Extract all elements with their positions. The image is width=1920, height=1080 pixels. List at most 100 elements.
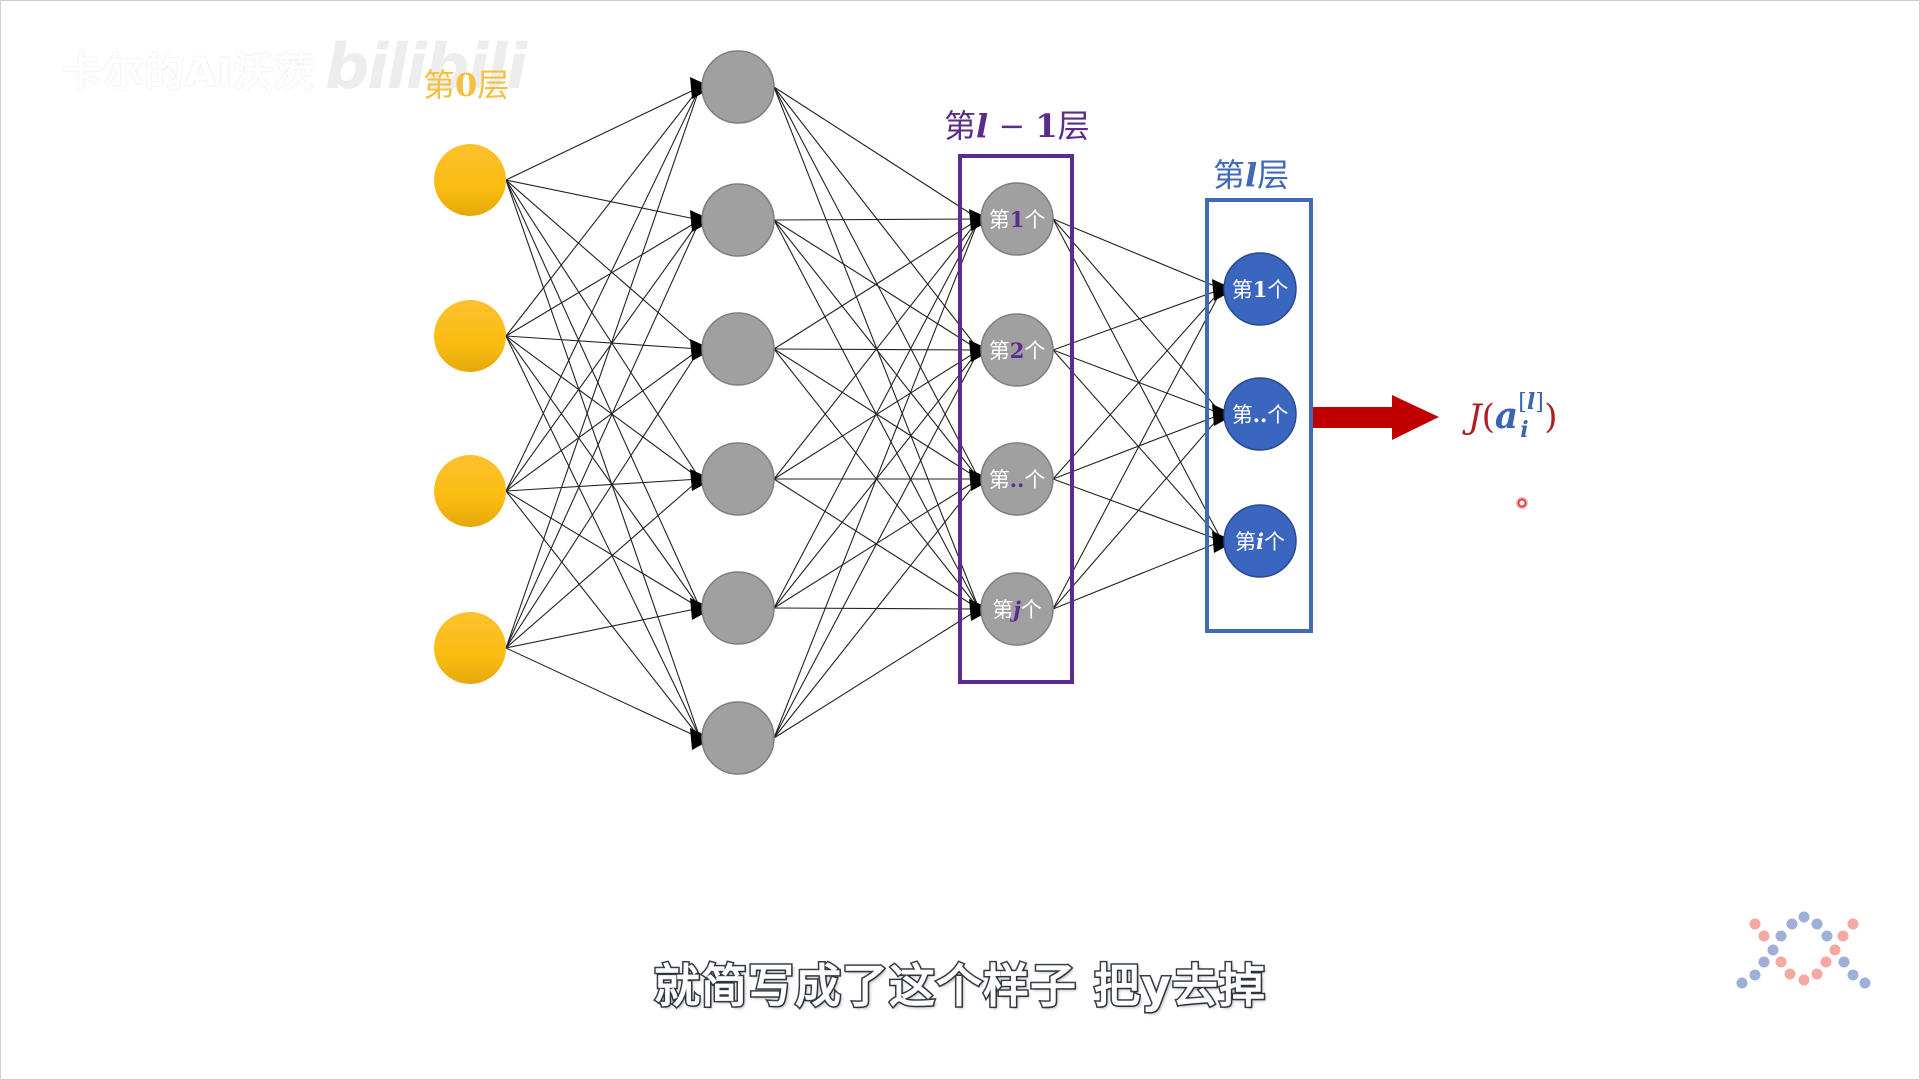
connection-line bbox=[773, 218, 980, 480]
logo-dot bbox=[1758, 956, 1770, 968]
hidden-node bbox=[701, 571, 775, 645]
node-label-prefix: 第 bbox=[988, 468, 1010, 492]
label-suffix: 层 bbox=[1257, 156, 1290, 194]
logo-dot bbox=[1847, 918, 1859, 930]
connection-line bbox=[505, 335, 701, 739]
current-layer-box bbox=[1205, 198, 1313, 633]
connection-line bbox=[505, 86, 701, 181]
arrowhead-icon bbox=[969, 209, 982, 231]
current-layer-node bbox=[1223, 252, 1297, 326]
current-layer-label: 第l层 bbox=[1213, 150, 1289, 196]
connection-line bbox=[773, 86, 980, 220]
label-prefix: 第 bbox=[423, 66, 456, 104]
formula-var: a bbox=[1494, 395, 1519, 437]
nodes bbox=[434, 50, 1297, 775]
label-number: 0 bbox=[455, 66, 478, 104]
formula-superscript: [l] bbox=[1518, 391, 1544, 414]
logo-dot bbox=[1847, 969, 1859, 981]
connection-line bbox=[773, 218, 980, 350]
node-label-suffix: 个 bbox=[1024, 339, 1046, 363]
hidden-node bbox=[701, 183, 775, 257]
output-arrow bbox=[1313, 395, 1439, 440]
prev-layer-node bbox=[980, 182, 1054, 256]
arrowhead-icon bbox=[969, 599, 982, 621]
connection-line bbox=[505, 478, 701, 492]
watermark-text: 卡尔的AI沃茨 bbox=[62, 50, 315, 96]
cost-formula: J(a[l]i) bbox=[1468, 391, 1558, 441]
prev-layer-node bbox=[980, 572, 1054, 646]
node-label-prefix: 第 bbox=[1231, 278, 1253, 302]
connection-line bbox=[773, 218, 980, 609]
connection-line bbox=[505, 86, 701, 337]
node-label-suffix: 个 bbox=[1024, 468, 1046, 492]
connection-line bbox=[1052, 349, 1223, 542]
arrowhead-icon bbox=[690, 210, 703, 232]
node-label-prefix: 第 bbox=[1235, 530, 1257, 554]
hidden-node bbox=[701, 442, 775, 516]
connection-line bbox=[505, 348, 701, 649]
connection-line bbox=[505, 219, 701, 649]
logo-dot bbox=[1837, 930, 1849, 942]
input-node bbox=[434, 300, 506, 372]
connection-line bbox=[505, 335, 701, 480]
current-layer-node bbox=[1223, 377, 1297, 451]
connection-line bbox=[505, 348, 701, 492]
connection-line bbox=[505, 179, 701, 739]
connection-line bbox=[1052, 218, 1223, 542]
node-label-suffix: 个 bbox=[1267, 278, 1289, 302]
label-prefix: 第 bbox=[1213, 156, 1246, 194]
arrowhead-icon bbox=[690, 469, 703, 491]
arrowhead-icon bbox=[1212, 404, 1225, 426]
logo-dot bbox=[1749, 969, 1761, 981]
label-prefix: 第 bbox=[944, 107, 977, 145]
connection-line bbox=[505, 607, 701, 649]
connection-line bbox=[505, 335, 701, 609]
label-symbol: l bbox=[1245, 156, 1258, 194]
logo-dot bbox=[1786, 918, 1798, 930]
input-node bbox=[434, 455, 506, 527]
label-symbol: l bbox=[976, 107, 989, 145]
connection-line bbox=[505, 219, 701, 492]
arrowhead-icon bbox=[1212, 531, 1225, 553]
node-label: 第j个 bbox=[992, 594, 1042, 624]
laser-pointer-dot bbox=[1516, 497, 1528, 509]
connection-line bbox=[505, 179, 701, 480]
node-label-index: .. bbox=[1009, 467, 1025, 492]
arrowhead-icon bbox=[1212, 279, 1225, 301]
logo-dot bbox=[1798, 911, 1810, 923]
connection-line bbox=[1052, 413, 1223, 610]
logo-dot bbox=[1820, 956, 1832, 968]
label-suffix: 层 bbox=[477, 66, 510, 104]
node-label: 第i个 bbox=[1235, 526, 1285, 556]
connection-line bbox=[773, 218, 980, 739]
node-label: 第1个 bbox=[989, 204, 1046, 234]
sup-open: [ bbox=[1518, 390, 1527, 415]
logo-dot bbox=[1767, 944, 1779, 956]
connections bbox=[505, 86, 1223, 739]
node-label-index: j bbox=[1013, 597, 1021, 622]
input-node bbox=[434, 144, 506, 216]
connection-line bbox=[505, 179, 701, 350]
connection-line bbox=[773, 349, 980, 739]
node-label-prefix: 第 bbox=[992, 598, 1014, 622]
logo-dot bbox=[1775, 956, 1787, 968]
node-label-prefix: 第 bbox=[988, 339, 1010, 363]
input-layer-label: 第0层 bbox=[423, 60, 509, 106]
logo-dot bbox=[1859, 977, 1871, 989]
logo-dot bbox=[1758, 930, 1770, 942]
node-label-suffix: 个 bbox=[1267, 403, 1289, 427]
connection-line bbox=[505, 179, 701, 221]
input-node bbox=[434, 612, 506, 684]
node-label-prefix: 第 bbox=[988, 208, 1010, 232]
node-label-index: i bbox=[1256, 529, 1264, 554]
node-label: 第..个 bbox=[1232, 399, 1289, 429]
connection-line bbox=[505, 490, 701, 739]
logo-dot bbox=[1811, 968, 1823, 980]
connection-line bbox=[505, 478, 701, 649]
node-label-index: 1 bbox=[1252, 277, 1268, 302]
node-label-index: 2 bbox=[1009, 338, 1025, 363]
node-label-index: .. bbox=[1252, 402, 1268, 427]
arrowhead-icon bbox=[690, 339, 703, 361]
formula-open-paren: ( bbox=[1481, 397, 1495, 437]
